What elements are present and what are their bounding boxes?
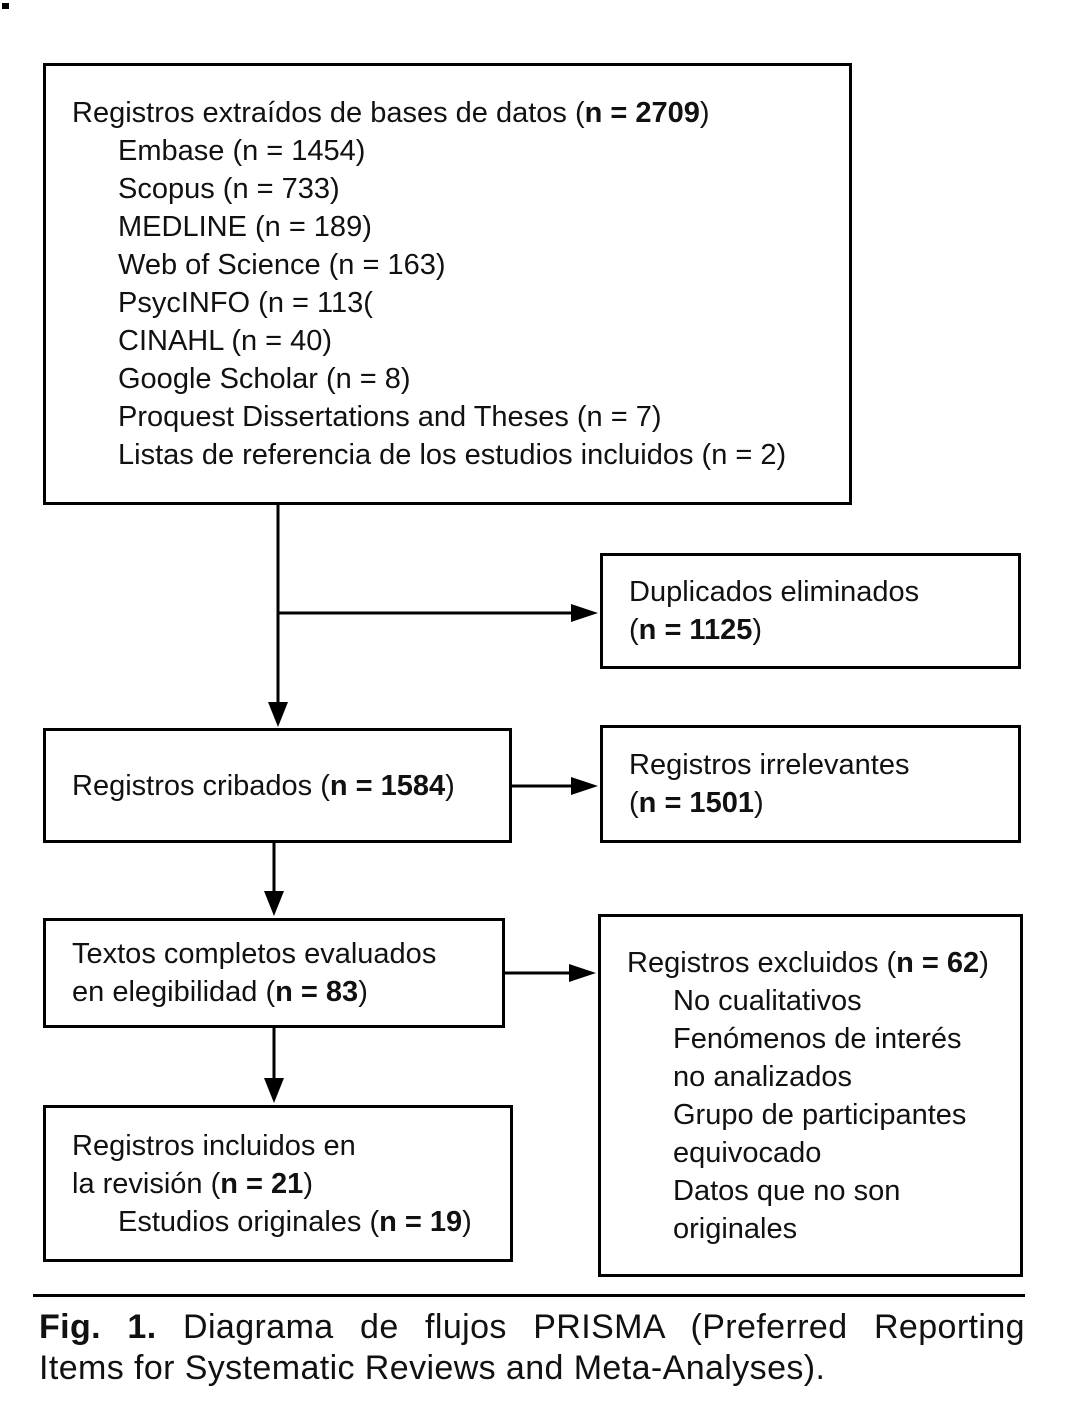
text: la revisión ( [72,1167,221,1200]
box-duplicates-removed: Duplicados eliminados (n = 1125) [600,553,1021,669]
box-title: Registros excluidos (n = 62) [627,944,1016,982]
caption-line-2: Items for Systematic Reviews and Meta-An… [39,1349,826,1387]
box-text-line: Textos completos evaluados [72,938,437,970]
database-item: MEDLINE (n = 189) [118,211,372,243]
paren-close: ) [753,787,764,819]
count: n = 19 [379,1205,463,1238]
paren-close: ) [752,614,763,646]
page-artifact-dot [2,3,9,9]
database-item: Web of Science (n = 163) [118,249,446,281]
box-text-line: Duplicados eliminados [629,576,920,608]
title-close: ) [979,946,989,979]
exclusion-reason: Datos que no son [673,1174,901,1207]
figure-label: Fig. 1. [39,1308,157,1346]
title-count: n = 2709 [584,97,700,129]
box-text-line: Registros incluidos en [72,1129,356,1162]
box-text-line: Registros cribados (n = 1584) [72,767,505,805]
arrowhead-down-screened [268,702,288,727]
database-item: Embase (n = 1454) [118,135,366,167]
box-count-line: (n = 1501) [629,784,1014,822]
box-text-line: Registros irrelevantes [629,749,910,781]
paren-close: ) [358,976,368,1008]
exclusion-reason: Grupo de participantes [673,1098,967,1131]
caption-text-1: Diagrama de flujos PRISMA (Preferred Rep… [183,1308,1025,1346]
count: n = 1584 [329,769,446,802]
box-records-included: Registros incluidos en la revisión (n = … [43,1105,513,1262]
box-count-line: (n = 1125) [629,611,1014,649]
count: n = 83 [275,976,359,1008]
exclusion-reason: No cualitativos [673,984,862,1017]
title-text: Registros extraídos de bases de datos ( [72,97,585,129]
paren-close: ) [462,1205,472,1238]
count: n = 1501 [638,787,754,819]
text: Estudios originales ( [118,1205,380,1238]
count: n = 1125 [638,614,753,646]
title-text: Registros excluidos ( [627,946,897,979]
arrowhead-right-irrelevant [571,777,598,795]
figure-caption: Fig. 1. Diagrama de flujos PRISMA (Prefe… [39,1307,1025,1389]
box-fulltext-assessed: Textos completos evaluados en elegibilid… [43,918,505,1028]
caption-divider-rule [33,1294,1025,1297]
count: n = 21 [220,1167,304,1200]
database-item: CINAHL (n = 40) [118,325,333,357]
box-count-line: la revisión (n = 21) [72,1165,506,1203]
paren-open: ( [629,614,639,646]
database-item: PsycINFO (n = 113( [118,287,373,319]
arrowhead-right-duplicates [571,604,598,622]
database-item: Google Scholar (n = 8) [118,363,411,395]
title-count: n = 62 [896,946,980,979]
paren-open: ( [629,787,639,819]
caption-line-1: Fig. 1. Diagrama de flujos PRISMA (Prefe… [39,1307,1025,1348]
exclusion-reason: Fenómenos de interés [673,1022,962,1055]
paren-close: ) [445,769,455,802]
original-studies-line: Estudios originales (n = 19) [118,1203,506,1241]
text: Registros cribados ( [72,769,330,802]
database-item: Scopus (n = 733) [118,173,340,205]
box-records-screened: Registros cribados (n = 1584) [43,728,512,843]
exclusion-reason: originales [673,1212,798,1245]
exclusion-reason: equivocado [673,1136,822,1169]
box-title: Registros extraídos de bases de datos (n… [72,94,845,132]
box-irrelevant-records: Registros irrelevantes (n = 1501) [600,725,1021,843]
exclusion-reason: no analizados [673,1060,852,1093]
database-item: Proquest Dissertations and Theses (n = 7… [118,401,662,433]
box-records-identified: Registros extraídos de bases de datos (n… [43,63,852,505]
database-item: Listas de referencia de los estudios inc… [118,439,787,471]
title-close: ) [699,97,710,129]
box-records-excluded: Registros excluidos (n = 62) No cualitat… [598,914,1023,1277]
box-count-line: en elegibilidad (n = 83) [72,973,498,1011]
paren-close: ) [303,1167,313,1200]
arrowhead-right-excluded [569,964,596,982]
text: en elegibilidad ( [72,976,276,1008]
arrowhead-down-fulltext [264,891,284,916]
arrowhead-down-included [264,1078,284,1103]
